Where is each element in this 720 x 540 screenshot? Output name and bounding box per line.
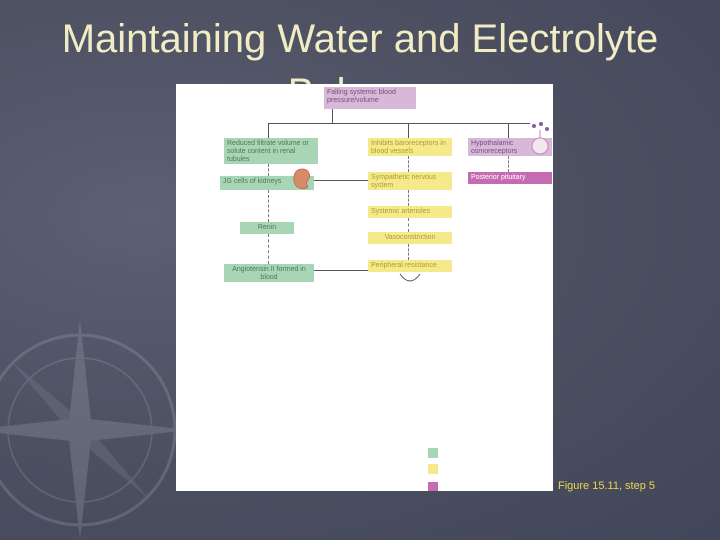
connector-line xyxy=(314,270,368,271)
kidney-icon xyxy=(293,168,310,189)
figure-image: Falling systemic blood pressure/volume R… xyxy=(176,84,553,491)
hypothalamus-icon xyxy=(531,122,549,155)
connector-line xyxy=(508,123,509,138)
key-purple-square xyxy=(428,482,438,491)
posterior-pituitary-box: Posterior pituitary xyxy=(468,172,552,184)
angiotensin-box: Angiotensin II formed in blood xyxy=(224,264,314,282)
connector-line xyxy=(268,123,530,124)
key-yellow-square xyxy=(428,464,438,474)
connector-line xyxy=(268,123,269,138)
connector-line xyxy=(332,109,333,123)
baroreceptors-box: Inhibits baroreceptors in blood vessels xyxy=(368,138,452,156)
connector-line xyxy=(314,180,368,181)
connector-line xyxy=(408,244,409,260)
figure-caption: Figure 15.11, step 5 xyxy=(558,480,656,492)
connector-line xyxy=(408,218,409,232)
jg-cells-box: JG cells of kidneys xyxy=(220,176,314,190)
falling-bp-box: Falling systemic blood pressure/volume xyxy=(324,87,416,109)
reduced-filtrate-box: Reduced filtrate volume or solute conten… xyxy=(224,138,318,164)
compass-watermark xyxy=(0,320,190,540)
connector-line xyxy=(508,156,509,172)
curved-arrow xyxy=(399,273,421,282)
connector-line xyxy=(408,156,409,172)
peripheral-resistance-box: Peripheral resistance xyxy=(368,260,452,272)
key-green-square xyxy=(428,448,438,458)
connector-line xyxy=(408,123,409,138)
renin-box: Renin xyxy=(240,222,294,234)
osmoreceptors-box: Hypothalamic osmoreceptors xyxy=(468,138,552,156)
connector-line xyxy=(268,234,269,264)
sympathetic-box: Sympathetic nervous system xyxy=(368,172,452,190)
connector-line xyxy=(268,190,269,222)
vasoconstriction-box: Vasoconstriction xyxy=(368,232,452,244)
systemic-arterioles-box: Systemic arterioles xyxy=(368,206,452,218)
connector-line xyxy=(268,164,269,176)
connector-line xyxy=(408,190,409,206)
